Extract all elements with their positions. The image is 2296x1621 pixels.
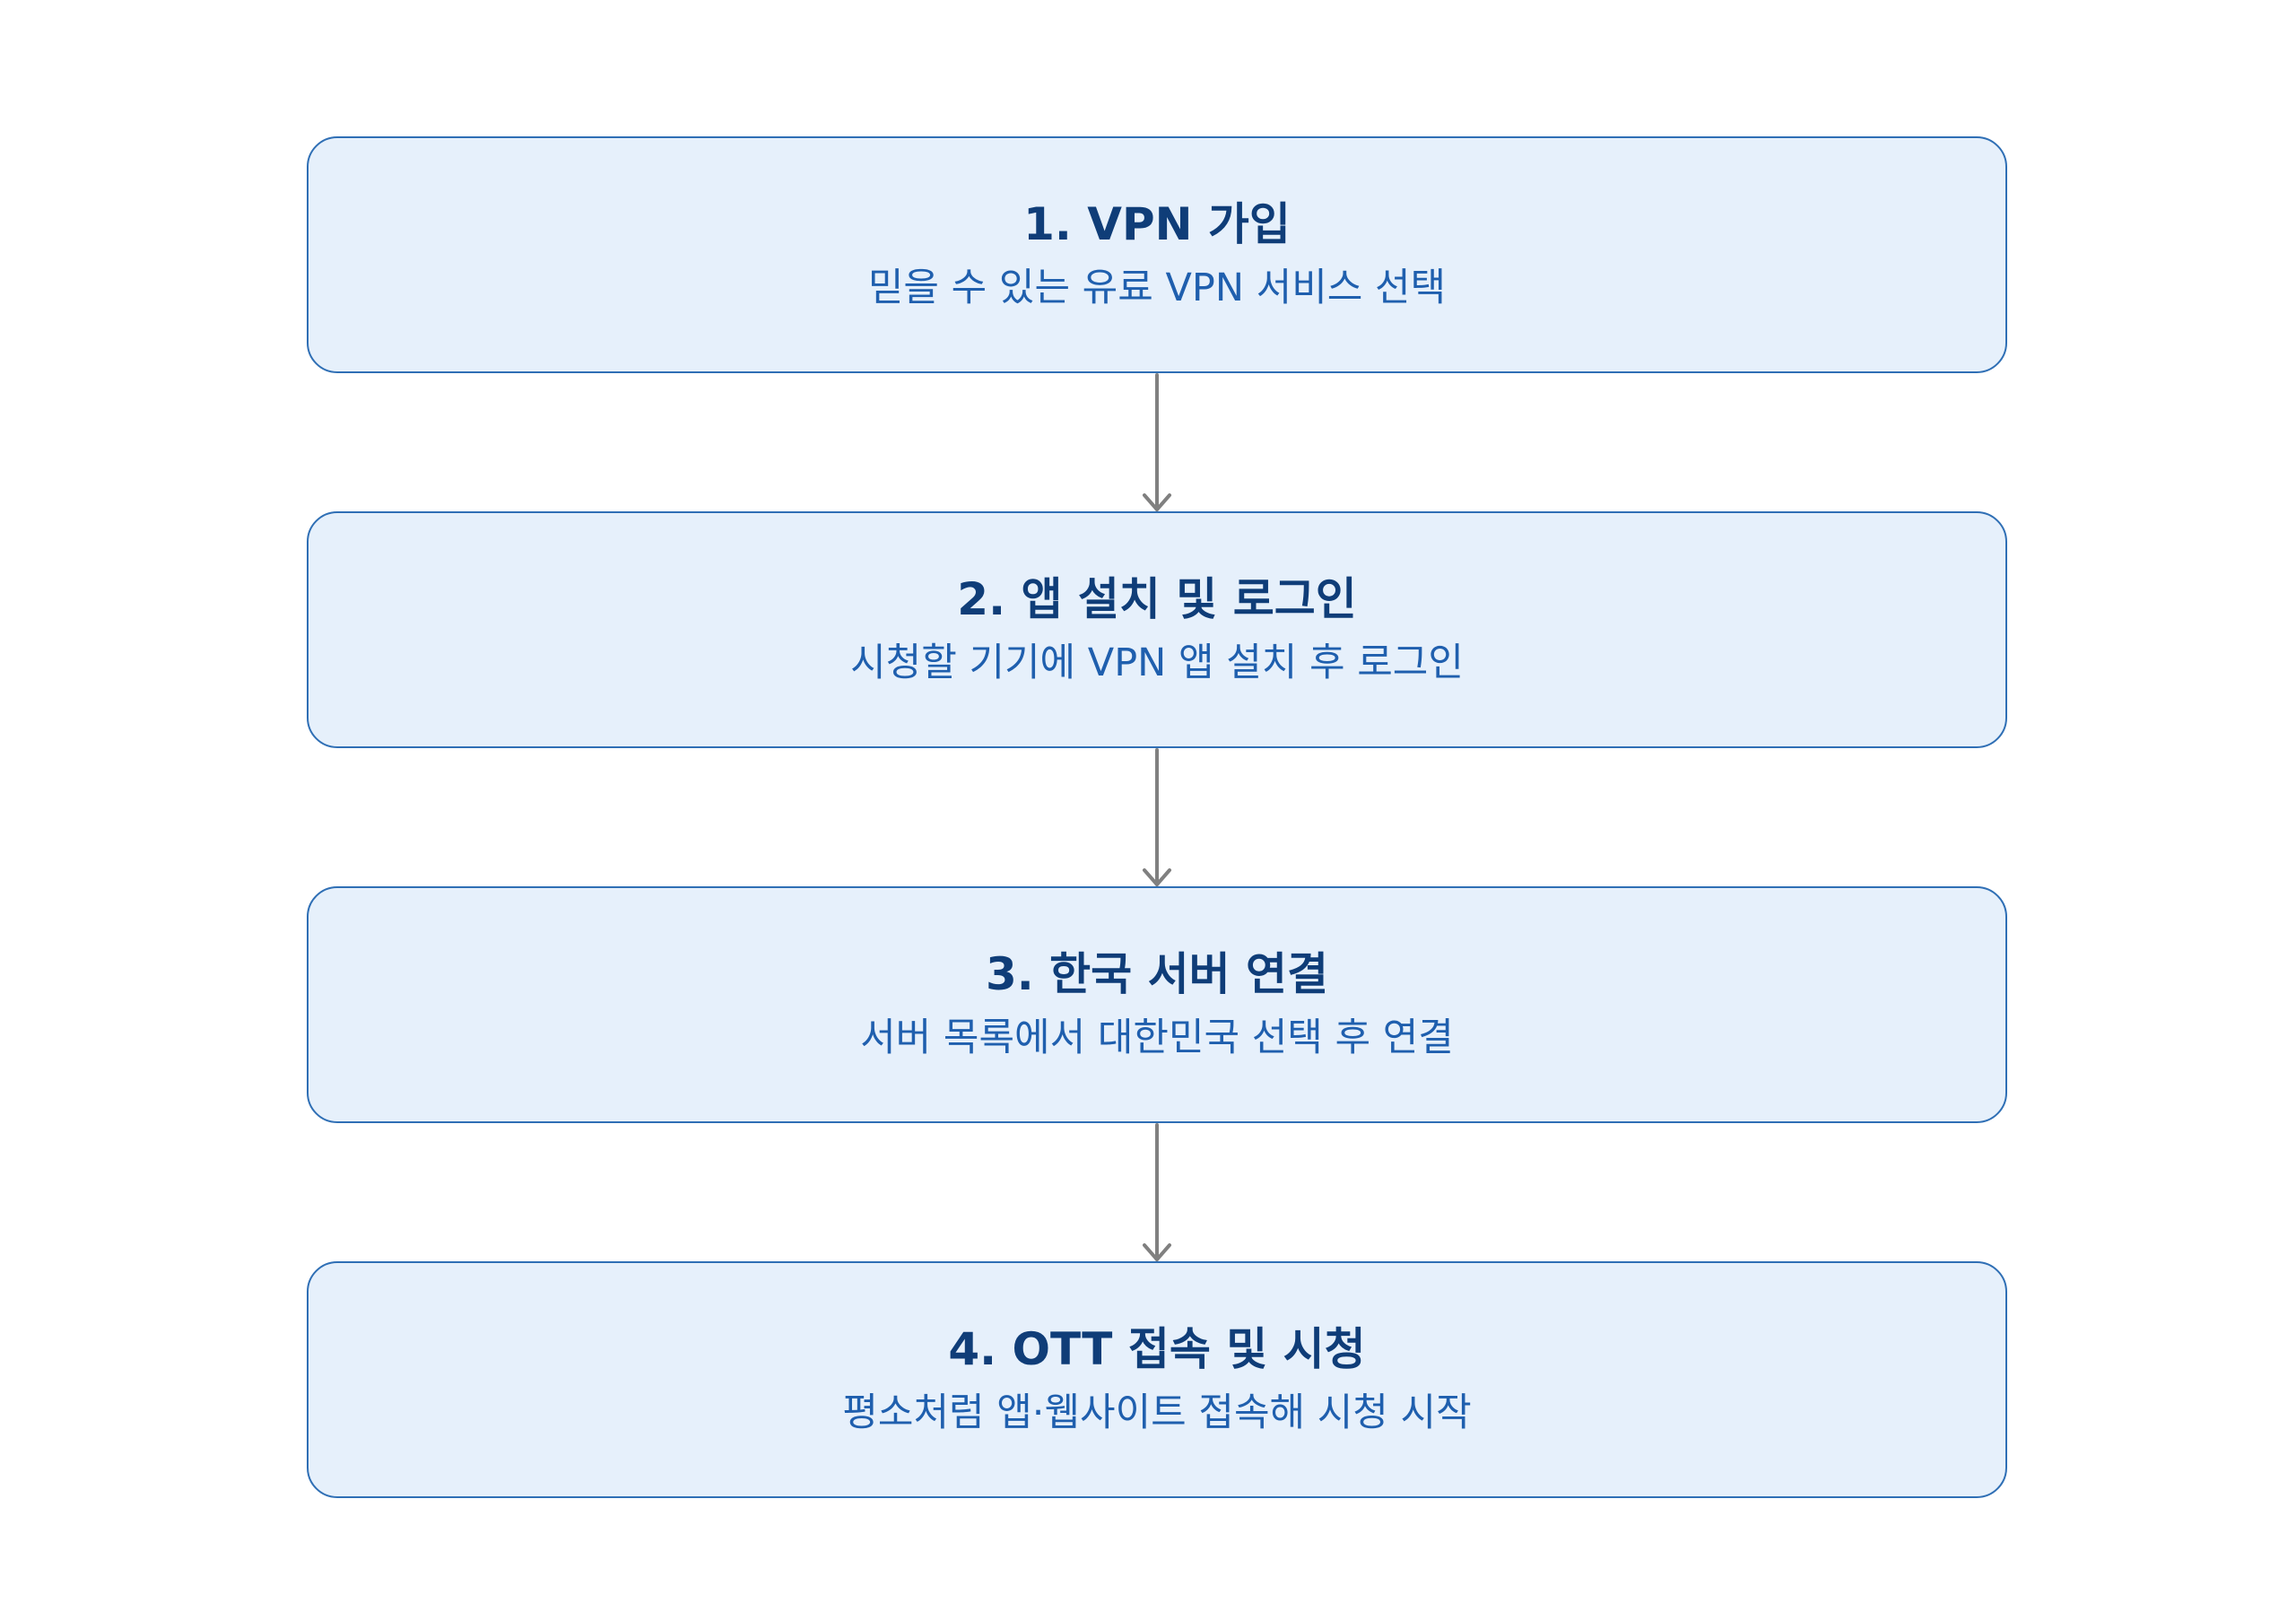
step-3-box: 3. 한국 서버 연결 서버 목록에서 대한민국 선택 후 연결	[307, 886, 2007, 1123]
step-2-description: 시청할 기기에 VPN 앱 설치 후 로그인	[850, 641, 1464, 686]
step-1-title: 1. VPN 가입	[1023, 198, 1291, 251]
step-2-box: 2. 앱 설치 및 로그인 시청할 기기에 VPN 앱 설치 후 로그인	[307, 511, 2007, 748]
arrow-2-to-3	[1143, 748, 1171, 886]
arrow-1-to-2	[1143, 373, 1171, 511]
step-4-description: 평소처럼 앱·웹사이트 접속해 시청 시작	[842, 1390, 1472, 1436]
step-1-box: 1. VPN 가입 믿을 수 있는 유료 VPN 서비스 선택	[307, 136, 2007, 373]
step-3-description: 서버 목록에서 대한민국 선택 후 연결	[860, 1015, 1454, 1061]
step-2-title: 2. 앱 설치 및 로그인	[957, 573, 1357, 626]
step-1-description: 믿을 수 있는 유료 VPN 서비스 선택	[867, 266, 1447, 311]
step-3-title: 3. 한국 서버 연결	[985, 948, 1328, 1001]
arrow-3-to-4	[1143, 1123, 1171, 1261]
step-4-title: 4. OTT 접속 및 시청	[948, 1323, 1366, 1376]
step-4-box: 4. OTT 접속 및 시청 평소처럼 앱·웹사이트 접속해 시청 시작	[307, 1261, 2007, 1498]
